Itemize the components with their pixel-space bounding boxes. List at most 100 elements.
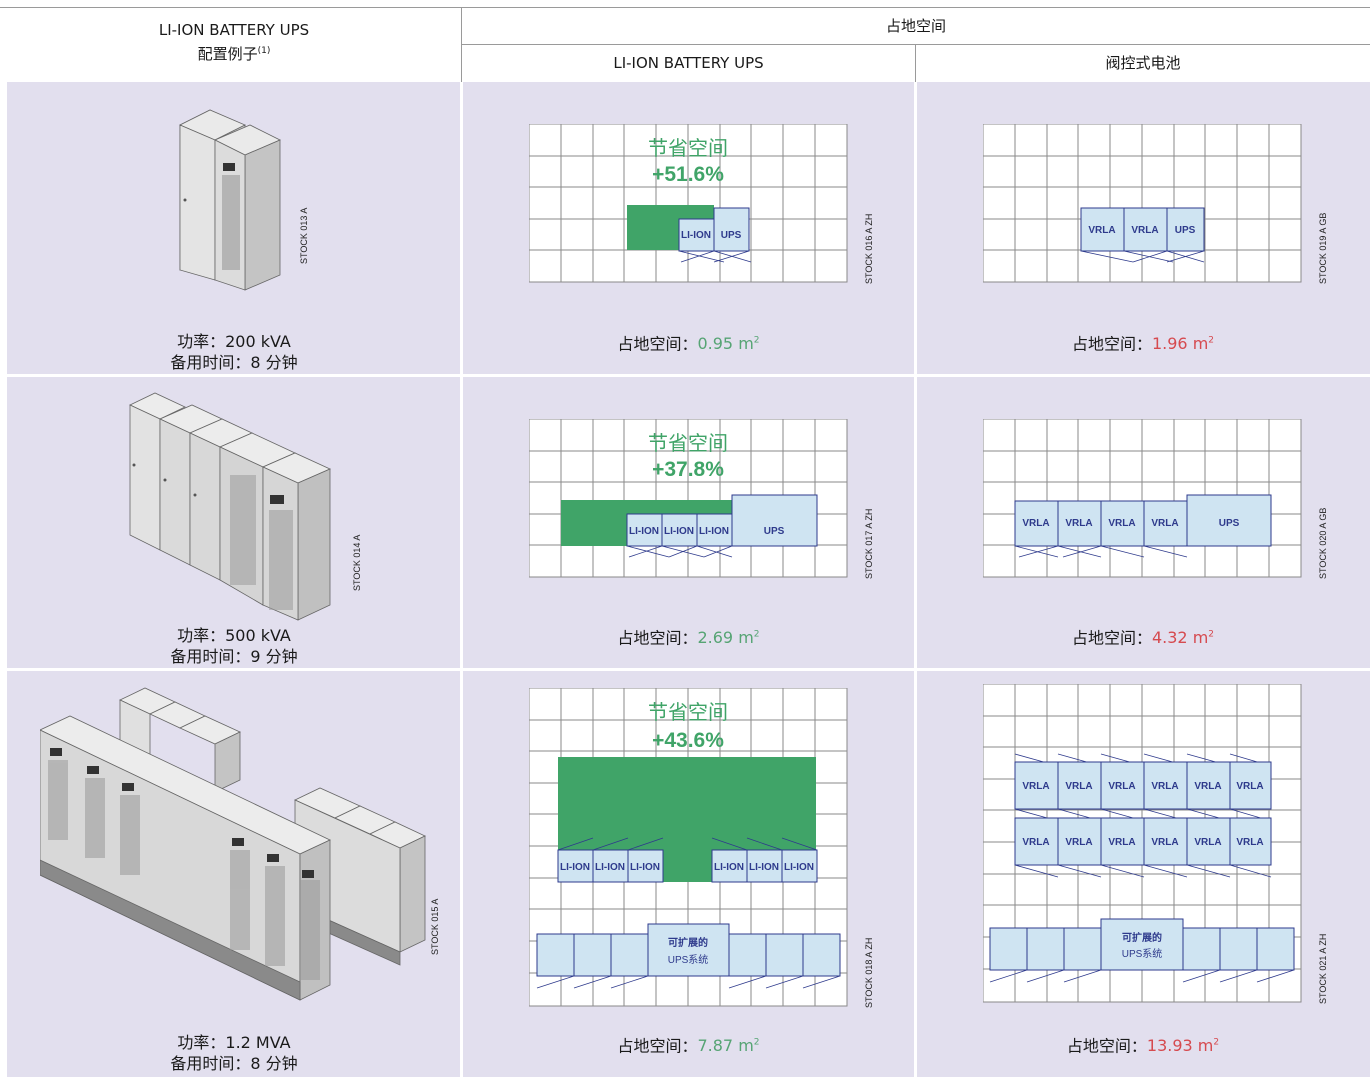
stock-code-vrla-3: STOCK 021 A ZH — [1318, 933, 1328, 1004]
header-config-cell: LI-ION BATTERY UPS 配置例子(1) — [7, 20, 461, 65]
savings-label: 节省空间 — [648, 432, 728, 455]
area-value: 1.96 m2 — [1151, 334, 1215, 354]
ups-500kva-illustration — [129, 392, 331, 621]
svg-text:VRLA: VRLA — [1088, 225, 1115, 236]
footprint-liion-3: LI-ION LI-ION LI-ION LI-ION LI-ION LI-IO… — [529, 688, 848, 1007]
area-caption-liion-2: 占地空间：2.69 m2 — [617, 628, 760, 648]
svg-text:LI-ION: LI-ION — [560, 862, 590, 873]
svg-text:UPS: UPS — [764, 526, 785, 537]
svg-text:VRLA: VRLA — [1236, 781, 1263, 792]
stock-code-img-1: STOCK 013 A — [299, 207, 309, 264]
backup-label: 备用时间：8 分钟 — [170, 1054, 298, 1073]
stock-code-vrla-2: STOCK 020 A GB — [1318, 507, 1328, 579]
footprint-liion-2: LI-ION LI-ION LI-ION UPS 节省空间 +37.8% — [529, 419, 848, 578]
footprint-liion-1: LI-ION UPS 节省空间 +51.6% — [529, 124, 848, 283]
scalable-label-2: UPS系统 — [668, 953, 709, 966]
savings-percent: +51.6% — [652, 163, 724, 186]
svg-text:LI-ION: LI-ION — [664, 526, 694, 537]
area-caption-liion-3: 占地空间：7.87 m2 — [617, 1036, 760, 1056]
svg-text:LI-ION: LI-ION — [630, 862, 660, 873]
ups-module-label: UPS — [721, 230, 742, 241]
header-vrla-title: 阀控式电池 — [1105, 54, 1181, 72]
svg-text:LI-ION: LI-ION — [784, 862, 814, 873]
header-mid-rule — [462, 44, 1370, 45]
header-config-title: LI-ION BATTERY UPS — [158, 21, 310, 39]
area-value: 4.32 m2 — [1151, 628, 1215, 648]
ups-1200kva-illustration — [40, 687, 426, 1001]
header-divider-2 — [915, 44, 916, 82]
svg-text:UPS: UPS — [1219, 518, 1240, 529]
vrla-module — [1080, 207, 1125, 252]
power-label: 功率：500 kVA — [177, 626, 291, 645]
column-separator-2 — [914, 82, 917, 1077]
svg-text:VRLA: VRLA — [1108, 837, 1135, 848]
stock-code-liion-3: STOCK 018 A ZH — [864, 937, 874, 1008]
power-label: 功率：1.2 MVA — [177, 1033, 291, 1052]
svg-text:VRLA: VRLA — [1151, 837, 1178, 848]
savings-label: 节省空间 — [648, 701, 728, 724]
svg-text:LI-ION: LI-ION — [699, 526, 729, 537]
column-separator-1 — [460, 82, 463, 1077]
svg-text:VRLA: VRLA — [1194, 837, 1221, 848]
svg-text:VRLA: VRLA — [1065, 837, 1092, 848]
backup-label: 备用时间：9 分钟 — [170, 647, 298, 666]
svg-text:VRLA: VRLA — [1131, 225, 1158, 236]
area-caption-vrla-3: 占地空间：13.93 m2 — [1066, 1036, 1220, 1056]
stock-code-liion-1: STOCK 016 A ZH — [864, 213, 874, 284]
svg-text:VRLA: VRLA — [1022, 837, 1049, 848]
ups-200kva-illustration — [179, 109, 281, 291]
svg-text:UPS系统: UPS系统 — [1122, 947, 1163, 960]
header-divider-1 — [461, 7, 462, 82]
area-caption-vrla-2: 占地空间：4.32 m2 — [1071, 628, 1215, 648]
svg-text:LI-ION: LI-ION — [714, 862, 744, 873]
footprint-vrla-2: VRLA VRLA VRLA VRLA UPS — [983, 419, 1302, 578]
ups-module — [713, 207, 750, 252]
area-value: 2.69 m2 — [697, 628, 760, 648]
svg-text:LI-ION: LI-ION — [595, 862, 625, 873]
backup-label: 备用时间：8 分钟 — [170, 353, 298, 372]
liion-module — [678, 218, 715, 252]
svg-text:VRLA: VRLA — [1194, 781, 1221, 792]
row-separator-1 — [7, 374, 1370, 377]
footprint-vrla-1: VRLA VRLA UPS — [983, 124, 1302, 283]
area-value: 13.93 m2 — [1146, 1036, 1220, 1056]
svg-text:VRLA: VRLA — [1151, 518, 1178, 529]
area-value: 7.87 m2 — [697, 1036, 760, 1056]
footprint-vrla-3: VRLA VRLA VRLA VRLA VRLA VRLA VRLA VRLA VRLA VRL… — [983, 684, 1302, 1003]
svg-text:VRLA: VRLA — [1151, 781, 1178, 792]
stock-code-vrla-1: STOCK 019 A GB — [1318, 212, 1328, 284]
svg-text:VRLA: VRLA — [1108, 781, 1135, 792]
svg-text:可扩展的: 可扩展的 — [1122, 931, 1162, 944]
svg-text:VRLA: VRLA — [1108, 518, 1135, 529]
svg-text:LI-ION: LI-ION — [749, 862, 779, 873]
config-caption-2: 功率：500 kVA 备用时间：9 分钟 — [7, 625, 461, 667]
header-top-rule — [0, 7, 1370, 8]
svg-text:VRLA: VRLA — [1022, 518, 1049, 529]
header-config-subtitle: 配置例子(1) — [197, 45, 271, 63]
scalable-label-1: 可扩展的 — [668, 936, 708, 949]
power-label: 功率：200 kVA — [177, 332, 291, 351]
savings-percent: +37.8% — [652, 458, 724, 481]
svg-text:LI-ION: LI-ION — [629, 526, 659, 537]
svg-text:VRLA: VRLA — [1022, 781, 1049, 792]
stock-code-img-2: STOCK 014 A — [352, 534, 362, 591]
stock-code-liion-2: STOCK 017 A ZH — [864, 508, 874, 579]
config-caption-3: 功率：1.2 MVA 备用时间：8 分钟 — [7, 1032, 461, 1074]
config-caption-1: 功率：200 kVA 备用时间：8 分钟 — [7, 331, 461, 373]
stock-code-img-3: STOCK 015 A — [430, 898, 440, 955]
footnote-ref: (1) — [257, 46, 271, 56]
svg-text:UPS: UPS — [1175, 225, 1196, 236]
svg-text:VRLA: VRLA — [1065, 781, 1092, 792]
vrla-module — [1123, 207, 1168, 252]
liion-module-label: LI-ION — [681, 230, 711, 241]
svg-text:VRLA: VRLA — [1065, 518, 1092, 529]
header-footprint-title: 占地空间 — [885, 17, 946, 35]
area-caption-liion-1: 占地空间：0.95 m2 — [617, 334, 760, 354]
header-liion-title: LI-ION BATTERY UPS — [613, 54, 764, 72]
svg-text:VRLA: VRLA — [1236, 837, 1263, 848]
savings-percent: +43.6% — [652, 729, 724, 752]
savings-label: 节省空间 — [648, 137, 728, 160]
area-value: 0.95 m2 — [697, 334, 760, 354]
row-separator-2 — [7, 668, 1370, 671]
